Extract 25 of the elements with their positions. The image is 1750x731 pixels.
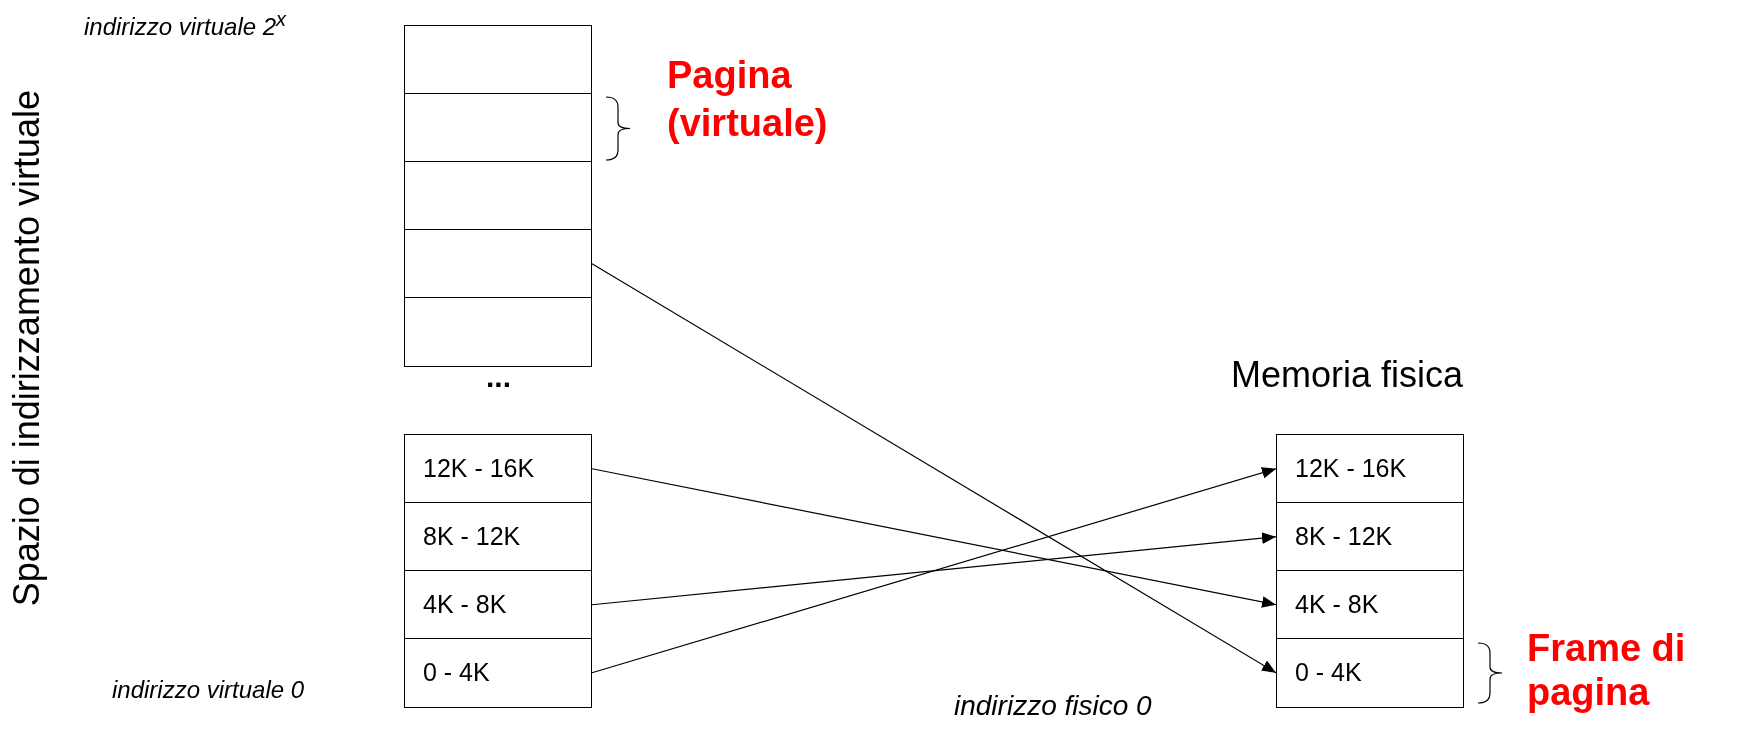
memory-page-box: 12K - 16K	[404, 434, 592, 504]
memory-page-box: 8K - 12K	[1276, 502, 1464, 572]
arrow	[591, 263, 1277, 674]
empty-page-box	[404, 161, 592, 231]
ellipsis-text: ...	[486, 360, 511, 394]
memory-page-box: 12K - 16K	[1276, 434, 1464, 504]
empty-page-box	[404, 93, 592, 163]
empty-page-box	[404, 297, 592, 367]
memory-page-box: 0 - 4K	[1276, 638, 1464, 708]
axis-label: indirizzo virtuale 2$^{x}$	[84, 8, 287, 41]
axis-label: indirizzo virtuale 0	[112, 676, 305, 704]
arrow	[591, 467, 1277, 674]
memory-page-box: 4K - 8K	[1276, 570, 1464, 640]
axis-label: indirizzo fisico 0	[954, 690, 1152, 722]
section-heading: Memoria fisica	[1231, 354, 1464, 396]
axis-label: Spazio di indirizzamento virtuale	[6, 90, 48, 607]
memory-page-box: 0 - 4K	[404, 638, 592, 708]
empty-page-box	[404, 25, 592, 95]
arrow	[591, 532, 1277, 606]
empty-page-box	[404, 229, 592, 299]
memory-page-box: 8K - 12K	[404, 502, 592, 572]
arrow	[591, 468, 1277, 608]
annotation-text: Pagina (virtuale)	[667, 53, 829, 146]
memory-page-box: 4K - 8K	[404, 570, 592, 640]
annotation-text: Frame di pagina	[1527, 627, 1687, 715]
